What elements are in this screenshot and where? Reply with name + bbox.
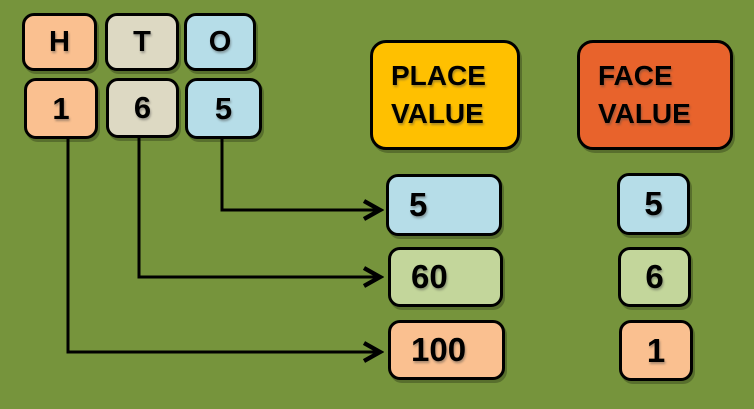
- arrow-hundreds-to-100: [66, 139, 378, 352]
- digit-hundreds: 1: [24, 78, 98, 139]
- face-value-tens-label: 6: [645, 258, 664, 295]
- arrow-tens-to-60: [137, 138, 378, 277]
- place-value-tens-box: 60: [388, 247, 503, 307]
- place-value-hundreds-label: 100: [411, 331, 467, 368]
- face-value-ones-label: 5: [644, 185, 663, 222]
- face-value-header-line1: FACE: [598, 60, 673, 91]
- arrow-ones-to-5: [220, 139, 378, 210]
- face-value-tens-box: 6: [618, 247, 691, 307]
- place-value-header-line1: PLACE: [391, 60, 486, 91]
- place-value-hundreds-box: 100: [388, 320, 505, 380]
- digit-tens-label: 6: [133, 90, 152, 125]
- face-value-ones-box: 5: [617, 173, 690, 235]
- digit-ones: 5: [185, 78, 262, 139]
- face-value-header: FACE VALUE: [577, 40, 733, 150]
- face-value-header-line2: VALUE: [598, 98, 691, 129]
- face-value-hundreds-label: 1: [646, 331, 666, 369]
- hto-header-ones-label: O: [208, 25, 232, 58]
- hto-header-ones: O: [184, 13, 256, 71]
- hto-header-tens: T: [105, 13, 179, 71]
- place-value-tens-label: 60: [411, 258, 448, 295]
- place-value-header-line2: VALUE: [391, 98, 484, 129]
- digit-tens: 6: [106, 78, 179, 138]
- face-value-hundreds-box: 1: [619, 320, 693, 381]
- hto-header-tens-label: T: [133, 25, 151, 58]
- digit-ones-label: 5: [214, 90, 233, 126]
- place-value-ones-label: 5: [409, 186, 428, 223]
- hto-header-hundreds-label: H: [49, 25, 70, 58]
- hto-header-hundreds: H: [22, 13, 97, 71]
- digit-hundreds-label: 1: [52, 90, 70, 126]
- place-value-header: PLACE VALUE: [370, 40, 520, 150]
- place-value-ones-box: 5: [386, 174, 502, 236]
